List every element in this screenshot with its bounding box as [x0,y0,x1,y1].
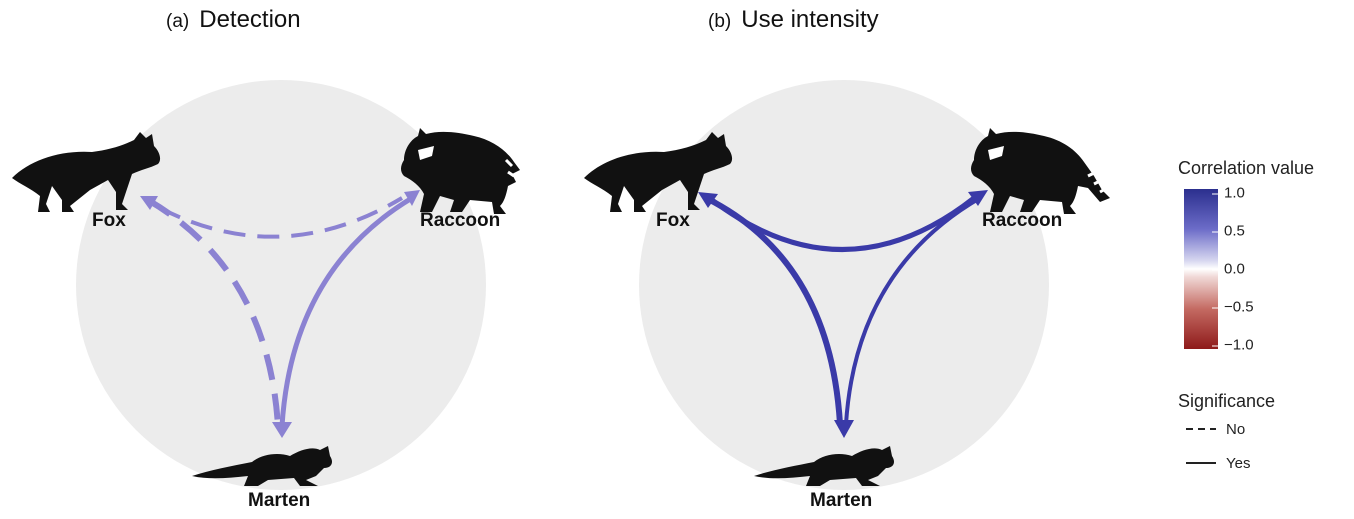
panel-use-intensity: (b) Use intensity Fox Raccoon Marten [560,0,1130,519]
legend: Correlation value 1.0 0.5 0.0 −0.5 −1.0 … [1178,158,1354,480]
panel-title-text: Detection [199,6,301,33]
colorbar-tick: 0.0 [1212,261,1245,278]
colorbar-tick: 0.5 [1212,223,1245,240]
node-label-marten: Marten [248,490,311,511]
panel-tag: (a) [166,11,190,32]
background-circle [76,80,486,490]
arrowhead-raccoon [404,190,420,206]
significance-item-yes: Yes [1178,446,1354,480]
background-circle [639,80,1049,490]
significance-item-no: No [1178,412,1354,446]
edge-raccoon-marten [844,196,982,425]
network-diagram [584,80,1110,490]
colorbar-tick: −0.5 [1212,299,1254,316]
panel-tag: (b) [708,11,732,32]
marten-icon [754,446,894,486]
panel-title-text: Use intensity [741,6,879,33]
edge-fox-marten [704,195,843,425]
panel-title: (b) Use intensity [708,6,879,34]
edge-raccoon-marten [279,195,414,427]
fox-icon [584,132,733,212]
panel-title: (a) Detection [166,6,301,34]
node-label-fox: Fox [656,210,690,231]
arrowhead-marten [272,422,292,438]
panel-detection: (a) Detection Fox Raccoon Marten [0,0,560,519]
dashed-line-icon [1186,428,1216,430]
edge-fox-raccoon [159,196,404,239]
colorbar-tick: −1.0 [1212,337,1254,354]
significance-yes-label: Yes [1226,454,1251,472]
colorbar-legend: 1.0 0.5 0.0 −0.5 −1.0 [1178,185,1354,357]
arrowhead-raccoon [968,190,988,206]
node-label-marten: Marten [810,490,873,511]
marten-icon [192,446,332,486]
node-label-fox: Fox [92,210,126,231]
colorbar-tick: 1.0 [1212,185,1245,202]
edge-fox-marten [146,197,281,427]
network-diagram [12,80,520,490]
solid-line-icon [1186,462,1216,464]
node-label-raccoon: Raccoon [982,210,1063,231]
correlation-legend-title: Correlation value [1178,158,1315,178]
node-label-raccoon: Raccoon [420,210,501,231]
significance-no-label: No [1226,420,1246,438]
raccoon-icon [971,128,1110,214]
raccoon-icon [401,128,520,214]
arrowhead-fox [140,196,158,210]
significance-legend-title: Significance [1178,391,1276,411]
fox-icon [12,132,161,212]
arrowhead-fox [698,192,718,208]
arrowhead-marten [834,420,854,438]
